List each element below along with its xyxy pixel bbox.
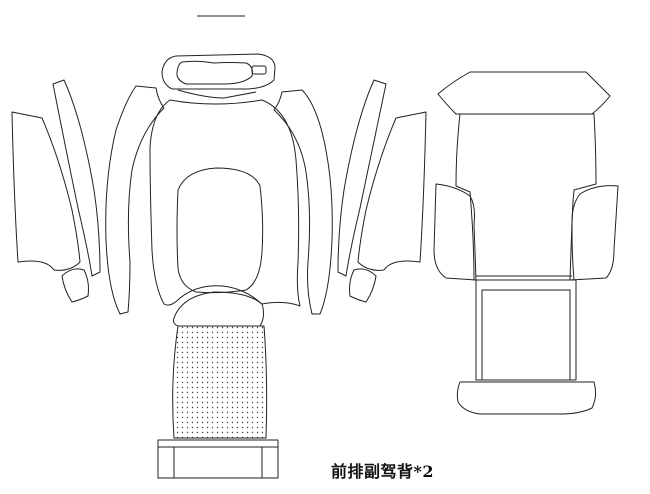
bottom-tray-piece [157,439,279,479]
left-outer-panel [11,111,81,271]
seat-bottom-dotted-panel [172,325,268,439]
top-cap-piece [437,71,611,115]
right-wedge-piece [349,268,377,303]
rear-right-side-panel [569,185,619,281]
diagram-caption: 前排副驾背*2 [331,462,435,481]
headrest-piece [161,53,276,99]
right-outer-panel [357,111,427,271]
rear-seat-base [475,279,577,381]
rear-back-body [455,113,597,281]
left-inner-strip [52,79,101,277]
left-wedge-piece [61,268,89,303]
right-wing-panel [273,89,333,315]
rear-bottom-piece [456,381,597,415]
right-inner-strip [337,79,387,277]
main-back-panel [149,99,301,327]
rear-left-side-panel [433,183,477,281]
